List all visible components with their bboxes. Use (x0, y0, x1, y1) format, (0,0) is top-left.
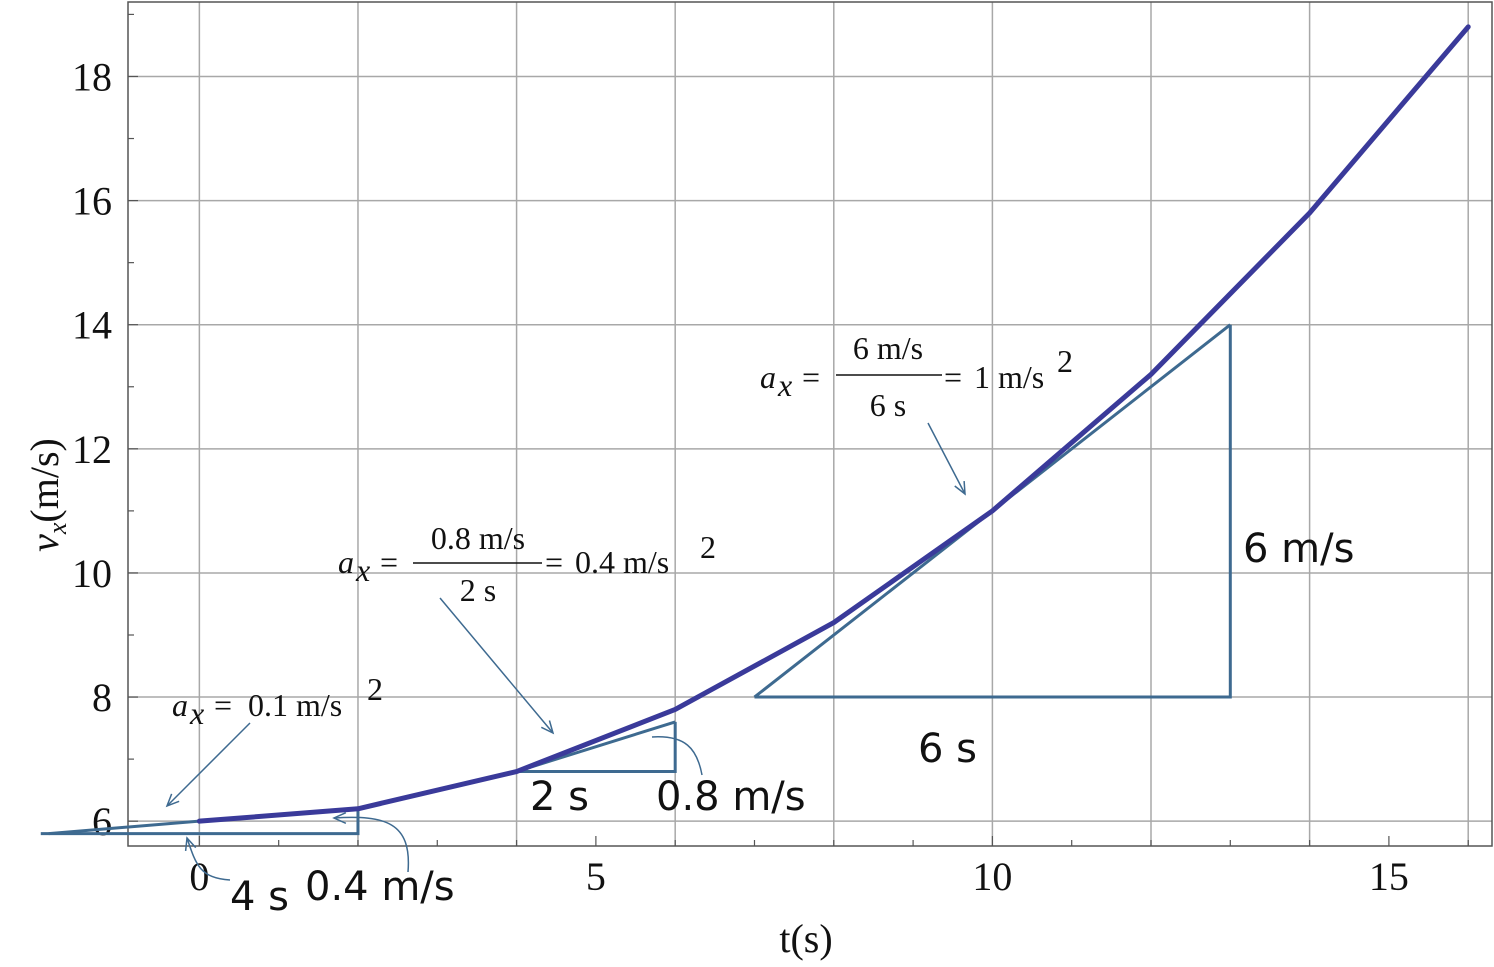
formula-accel-1: a x = 6 m/s 6 s = 1 m/s 2 (760, 330, 1073, 423)
y-tick-label: 8 (92, 675, 112, 720)
svg-text:6 s: 6 s (870, 387, 906, 423)
svg-text:2: 2 (700, 529, 716, 565)
y-tick-label: 18 (72, 54, 112, 99)
svg-text:=: = (214, 687, 232, 723)
svg-text:=: = (545, 544, 563, 580)
svg-text:=: = (380, 544, 398, 580)
arrow-formula-1 (166, 722, 251, 807)
arrow-04ms-head (332, 812, 347, 824)
svg-text:2: 2 (367, 671, 383, 707)
arrow-4s-head (184, 836, 197, 852)
arrow-4s (186, 837, 231, 881)
svg-text:x: x (355, 552, 370, 588)
x-axis-title: t(s) (779, 916, 832, 961)
y-tick-label: 10 (72, 551, 112, 596)
y-tick-label: 14 (72, 303, 112, 348)
arrow-formula-1-head (165, 793, 180, 808)
y-axis-title-unit: (m/s) (22, 438, 67, 522)
tick-marks (128, 13, 1469, 846)
formula-accel-01: a x = 0.1 m/s 2 (172, 671, 383, 731)
svg-text:a: a (338, 544, 354, 580)
x-tick-label: 5 (586, 854, 606, 899)
rise-label-04: 0.4 m/s (305, 864, 455, 910)
svg-text:6 m/s: 6 m/s (853, 330, 923, 366)
svg-text:0.1 m/s: 0.1 m/s (248, 687, 342, 723)
arrow-formula-3 (927, 422, 966, 495)
svg-text:0.8 m/s: 0.8 m/s (431, 520, 525, 556)
svg-text:x: x (777, 367, 792, 403)
svg-text:a: a (172, 687, 188, 723)
curl-08ms (651, 736, 703, 776)
grid (128, 2, 1492, 846)
run-label-6s: 6 s (918, 726, 977, 772)
arrow-formula-2 (439, 597, 554, 734)
svg-text:=: = (802, 359, 820, 395)
y-axis-title: vx(m/s) (22, 438, 72, 552)
run-label-4s: 4 s (230, 874, 289, 920)
arrow-formula-3-head (954, 480, 966, 496)
annotation-arrows (165, 422, 966, 881)
y-tick-label: 12 (72, 427, 112, 472)
x-tick-label: 15 (1369, 854, 1409, 899)
svg-text:x: x (189, 695, 204, 731)
formula-accel-04: a x = 0.8 m/s 2 s = 0.4 m/s 2 (338, 520, 716, 608)
y-tick-label: 6 (92, 799, 112, 844)
svg-text:2: 2 (1057, 343, 1073, 379)
x-tick-label: 0 (189, 854, 209, 899)
velocity-curve (196, 24, 1471, 824)
rise-label-6: 6 m/s (1243, 526, 1354, 572)
y-tick-label: 16 (72, 179, 112, 224)
svg-text:a: a (760, 359, 776, 395)
plot-frame (127, 1, 1493, 847)
slope-triangle (754, 324, 1232, 699)
svg-text:1 m/s: 1 m/s (974, 359, 1044, 395)
y-axis-title-main: v (22, 534, 67, 552)
svg-text:0.4 m/s: 0.4 m/s (575, 544, 669, 580)
tick-labels: 0 5 10 15 6 8 10 12 14 16 18 (72, 54, 1409, 899)
arrow-formula-2-head (540, 720, 555, 735)
y-axis-title-sub: x (43, 522, 72, 535)
arrow-04ms (333, 816, 410, 873)
rise-label-08: 0.8 m/s (656, 774, 806, 820)
svg-text:=: = (944, 359, 962, 395)
run-label-2s: 2 s (530, 774, 589, 820)
svg-text:2 s: 2 s (460, 572, 496, 608)
x-tick-label: 10 (972, 854, 1012, 899)
